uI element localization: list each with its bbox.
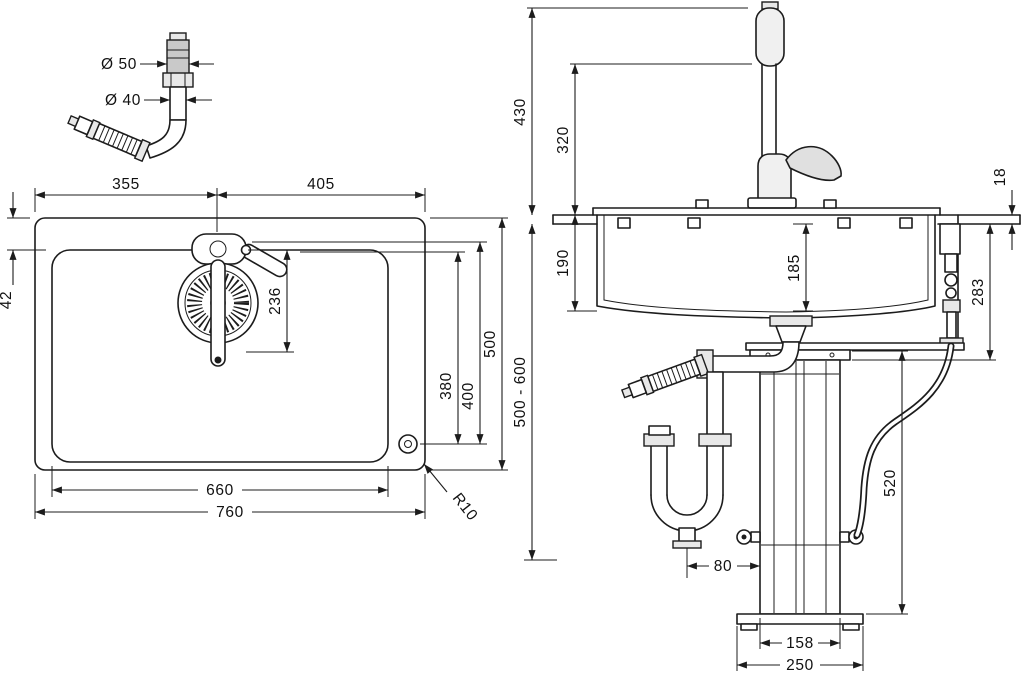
faucet-lever-handle xyxy=(785,145,842,182)
drain-trap-assembly xyxy=(620,315,813,549)
rim-tab xyxy=(695,199,709,209)
dim-label-380: 380 xyxy=(438,372,455,400)
dim-label-18: 18 xyxy=(992,168,1009,186)
dimensions-top-view: 355 405 Ø 50 Ø 40 42 236 380 400 500 660… xyxy=(0,56,508,524)
corrugated-hose-top xyxy=(67,114,151,163)
base-plate xyxy=(736,613,864,625)
dim-label-80: 80 xyxy=(714,558,732,575)
leader-r10 xyxy=(423,463,448,493)
dim-label-355: 355 xyxy=(112,176,140,193)
faucet-spout-top xyxy=(210,259,226,367)
sink-top-view: 355 405 Ø 50 Ø 40 42 236 380 400 500 660… xyxy=(0,32,508,524)
trap-u-bend xyxy=(650,494,724,532)
faucet-side-view xyxy=(747,1,842,209)
drain-flange xyxy=(775,325,807,343)
dim-label-520: 520 xyxy=(882,469,899,497)
dim-label-405: 405 xyxy=(307,176,335,193)
dim-label-185: 185 xyxy=(786,254,803,282)
dim-label-158: 158 xyxy=(786,635,814,652)
spray-head xyxy=(755,7,785,67)
drain-flange-nut xyxy=(769,315,813,327)
faucet-top-view xyxy=(191,233,288,278)
dim-label-d50: Ø 50 xyxy=(101,56,137,73)
dim-label-320: 320 xyxy=(555,126,572,154)
mounting-clip xyxy=(687,217,701,229)
pedestal-column xyxy=(759,359,841,615)
dim-label-d40: Ø 40 xyxy=(105,92,141,109)
mounting-clip xyxy=(617,217,631,229)
rim-tab xyxy=(823,199,837,209)
dim-label-283: 283 xyxy=(970,278,987,306)
pedestal-assembly xyxy=(736,342,965,631)
mounting-clip xyxy=(837,217,851,229)
dim-label-760: 760 xyxy=(216,504,244,521)
waste-control-unit xyxy=(939,214,964,347)
sink-section xyxy=(592,199,941,319)
faucet-base xyxy=(747,197,797,209)
dim-label-500: 500 xyxy=(482,330,499,358)
base-foot xyxy=(740,623,758,631)
trap-down-pipe xyxy=(706,371,724,437)
overflow-hole xyxy=(398,434,418,454)
elbow-bend xyxy=(145,119,187,159)
sink-side-view: 430 320 190 185 283 18 500 - 600 520 80 … xyxy=(512,1,1021,674)
mounting-rail xyxy=(745,342,965,351)
dim-label-660: 660 xyxy=(206,482,234,499)
mounting-clip xyxy=(899,217,913,229)
dim-label-500-600: 500 - 600 xyxy=(512,357,529,428)
dim-label-430: 430 xyxy=(512,98,529,126)
base-foot xyxy=(842,623,860,631)
dim-label-r10: R10 xyxy=(449,490,481,524)
dimensions-side-view: 430 320 190 185 283 18 500 - 600 520 80 … xyxy=(512,7,1016,674)
dim-label-400: 400 xyxy=(460,382,477,410)
flex-hose xyxy=(853,342,955,539)
dim-label-190: 190 xyxy=(555,249,572,277)
corrugated-hose-side xyxy=(620,353,710,399)
dim-label-250: 250 xyxy=(786,657,814,674)
dim-label-42: 42 xyxy=(0,291,15,309)
dim-label-236: 236 xyxy=(267,287,284,315)
